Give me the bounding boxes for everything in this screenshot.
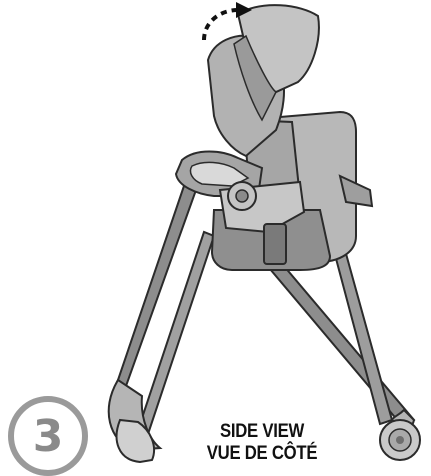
canopy-fold	[233, 34, 277, 122]
caption-french: VUE DE CÔTÉ	[206, 443, 318, 464]
chair-legs	[116, 178, 416, 442]
caption-english: SIDE VIEW	[219, 421, 305, 442]
foot-left	[115, 418, 156, 464]
footrest	[338, 174, 374, 208]
curved-dashed-arrow-icon	[202, 2, 252, 41]
step-number: 3	[32, 411, 64, 462]
hinge-knob	[227, 181, 257, 211]
adjust-block	[263, 223, 287, 265]
step-number-badge: 3	[8, 396, 88, 476]
view-caption: SIDE VIEW VUE DE CÔTÉ	[192, 421, 333, 465]
wheel	[379, 419, 421, 461]
